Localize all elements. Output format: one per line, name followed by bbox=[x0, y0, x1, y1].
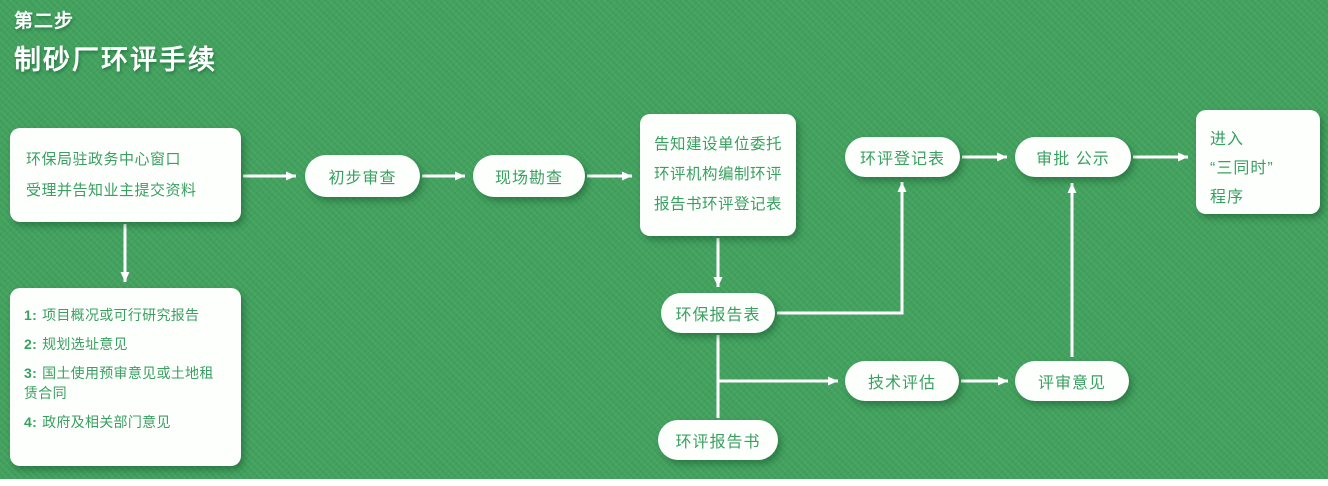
node-review-opinion: 评审意见 bbox=[1015, 361, 1129, 401]
materials-item-4: 4:政府及相关部门意见 bbox=[24, 412, 227, 432]
materials-item-2-num: 2: bbox=[24, 336, 38, 352]
node-intake-window: 环保局驻政务中心窗口 受理并告知业主提交资料 bbox=[10, 128, 241, 222]
node-site-survey-label: 现场勘查 bbox=[494, 170, 563, 187]
node-intake-window-line2: 受理并告知业主提交资料 bbox=[26, 182, 197, 199]
node-three-line3: 程序 bbox=[1210, 189, 1245, 206]
node-eia-registration-form: 环评登记表 bbox=[845, 137, 960, 177]
node-notify-commission: 告知建设单位委托 环评机构编制环评 报告书环评登记表 bbox=[640, 114, 796, 236]
materials-item-4-num: 4: bbox=[24, 414, 38, 430]
node-eia-report-book-label: 环评报告书 bbox=[675, 434, 761, 451]
step-label: 第二步 bbox=[14, 11, 75, 32]
node-site-survey: 现场勘查 bbox=[473, 155, 585, 197]
materials-item-3: 3:国土使用预审意见或土地租赁合同 bbox=[24, 363, 227, 403]
node-eia-registration-form-label: 环评登记表 bbox=[859, 151, 945, 168]
node-three-simultaneous: 进入 “三同时” 程序 bbox=[1196, 110, 1320, 214]
node-ep-report-form: 环保报告表 bbox=[661, 293, 775, 333]
node-approval-publicity-label: 审批 公示 bbox=[1036, 151, 1110, 168]
header: 第二步 制砂厂环评手续 bbox=[14, 6, 217, 77]
node-notify-line1: 告知建设单位委托 bbox=[654, 136, 783, 153]
materials-item-2: 2:规划选址意见 bbox=[24, 334, 227, 354]
node-intake-window-line1: 环保局驻政务中心窗口 bbox=[26, 151, 182, 168]
bottom-strip bbox=[0, 479, 1328, 486]
node-ep-report-form-label: 环保报告表 bbox=[675, 307, 761, 324]
materials-item-2-text: 规划选址意见 bbox=[42, 336, 128, 352]
node-materials-list: 1:项目概况或可行研究报告 2:规划选址意见 3:国土使用预审意见或土地租赁合同… bbox=[10, 288, 241, 466]
node-notify-line2: 环评机构编制环评 bbox=[654, 166, 783, 183]
node-preliminary-review-label: 初步审查 bbox=[328, 170, 397, 187]
node-preliminary-review: 初步审查 bbox=[305, 155, 420, 197]
node-eia-report-book: 环评报告书 bbox=[658, 420, 778, 460]
node-three-line1: 进入 bbox=[1210, 131, 1245, 148]
node-technical-evaluation: 技术评估 bbox=[845, 361, 959, 401]
node-three-line2: “三同时” bbox=[1210, 160, 1274, 177]
materials-item-3-text: 国土使用预审意见或土地租赁合同 bbox=[24, 365, 214, 401]
materials-item-1: 1:项目概况或可行研究报告 bbox=[24, 305, 227, 325]
node-review-opinion-label: 评审意见 bbox=[1037, 375, 1106, 392]
materials-item-3-num: 3: bbox=[24, 365, 38, 381]
node-approval-publicity: 审批 公示 bbox=[1015, 137, 1131, 177]
materials-item-1-text: 项目概况或可行研究报告 bbox=[42, 307, 200, 323]
materials-item-1-num: 1: bbox=[24, 307, 38, 323]
node-notify-line3: 报告书环评登记表 bbox=[654, 196, 783, 213]
node-technical-evaluation-label: 技术评估 bbox=[867, 375, 936, 392]
page-title: 制砂厂环评手续 bbox=[14, 45, 217, 75]
materials-item-4-text: 政府及相关部门意见 bbox=[42, 414, 171, 430]
